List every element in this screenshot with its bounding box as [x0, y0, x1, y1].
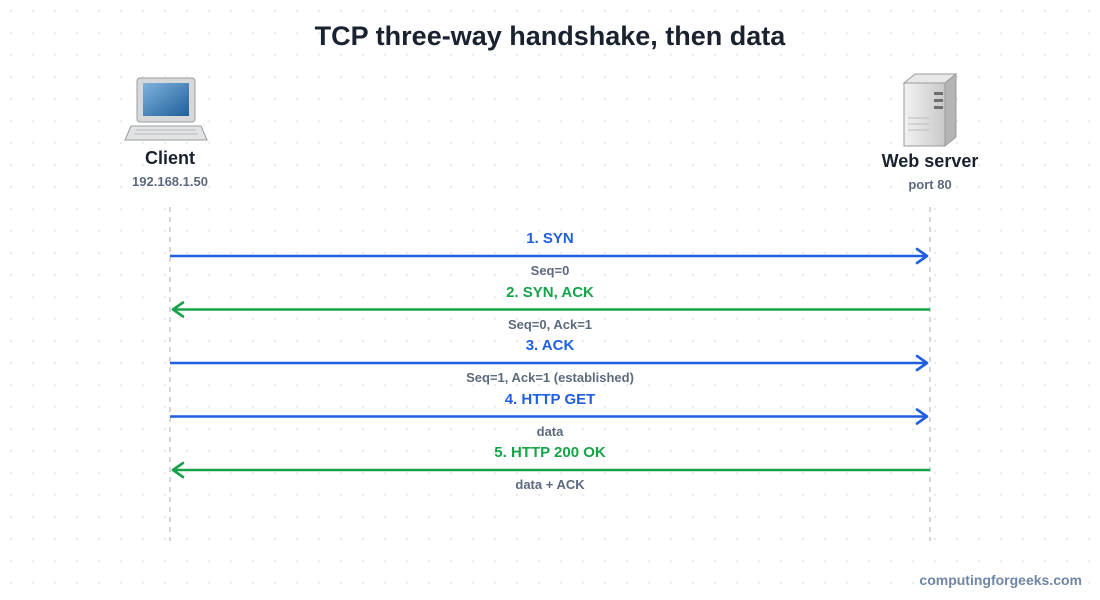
- watermark: computingforgeeks.com: [919, 572, 1082, 588]
- message-detail-5: data + ACK: [515, 477, 585, 492]
- message-arrowhead-4: [915, 408, 929, 425]
- message-label-3: 3. ACK: [525, 337, 575, 354]
- message-arrowhead-3: [915, 354, 929, 372]
- server-name: Web server: [881, 151, 979, 171]
- page-title: TCP three-way handshake, then data: [314, 21, 786, 51]
- server-port: port 80: [908, 177, 952, 192]
- message-detail-4: data: [536, 423, 564, 439]
- message-arrowhead-2: [171, 301, 185, 318]
- message-detail-1: Seq=0: [530, 263, 570, 278]
- message-label-1: 1. SYN: [526, 230, 574, 247]
- server-tower-icon: [902, 72, 958, 148]
- message-label-4: 4. HTTP GET: [504, 390, 596, 408]
- message-arrowhead-5: [171, 461, 185, 479]
- message-label-2: 2. SYN, ACK: [506, 283, 594, 301]
- client-name: Client: [144, 148, 195, 168]
- message-detail-2: Seq=0, Ack=1: [507, 316, 593, 332]
- message-arrowhead-1: [915, 247, 929, 265]
- client-address: 192.168.1.50: [132, 174, 208, 189]
- message-detail-3: Seq=1, Ack=1 (established): [466, 370, 634, 385]
- message-label-5: 5. HTTP 200 OK: [494, 444, 606, 461]
- laptop-icon: [124, 77, 208, 141]
